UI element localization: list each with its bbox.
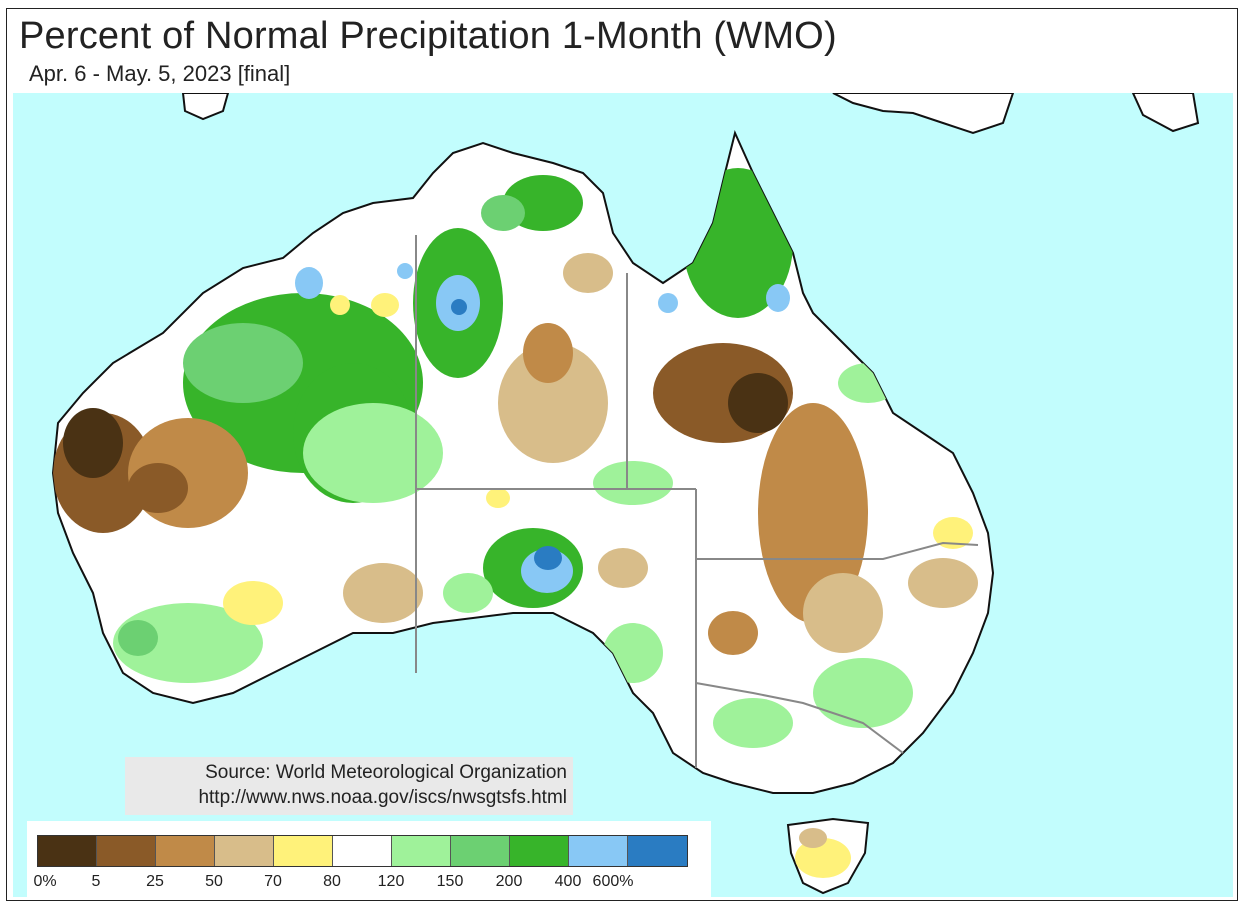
precipitation-patch — [371, 293, 399, 317]
precipitation-patch — [766, 284, 790, 312]
legend-swatch — [215, 836, 274, 866]
precipitation-patch — [813, 658, 913, 728]
precipitation-patch — [795, 838, 851, 878]
precipitation-patch — [397, 263, 413, 279]
precipitation-patch — [343, 563, 423, 623]
date-range-subtitle: Apr. 6 - May. 5, 2023 [final] — [29, 61, 291, 86]
new-guinea-landmass — [832, 93, 1015, 135]
source-line: Source: World Meteorological Organizatio… — [205, 762, 567, 783]
border-qld-nsw — [696, 541, 979, 560]
precipitation-patch — [295, 267, 323, 299]
precipitation-patch — [481, 195, 525, 231]
legend: 0% 5 25 50 70 80 120 150 200 400 600% — [27, 821, 711, 897]
page-title: Percent of Normal Precipitation 1-Month … — [19, 15, 837, 57]
precipitation-patch — [728, 373, 788, 433]
precipitation-patch — [118, 620, 158, 656]
legend-label: 150 — [436, 873, 464, 890]
precipitation-patch — [223, 581, 283, 625]
border-nsw-vic — [695, 682, 904, 754]
precipitation-patch — [758, 403, 868, 623]
precipitation-patch — [113, 603, 263, 683]
precipitation-patch — [443, 573, 493, 613]
precipitation-patch — [713, 698, 793, 748]
precipitation-patch — [799, 828, 827, 848]
precipitation-patch — [534, 546, 562, 570]
precipitation-patch — [803, 573, 883, 653]
legend-label: 25 — [146, 873, 164, 890]
map-figure: Percent of Normal Precipitation 1-Month … — [6, 8, 1238, 901]
precipitation-patches — [53, 168, 978, 878]
legend-label: 120 — [377, 873, 405, 890]
legend-swatch — [569, 836, 628, 866]
island-top-left — [181, 93, 230, 121]
legend-swatch — [451, 836, 510, 866]
precipitation-patch — [563, 253, 613, 293]
precipitation-patch — [658, 293, 678, 313]
precipitation-patch — [523, 323, 573, 383]
precipitation-patch — [63, 408, 123, 478]
source-credit: Source: World Meteorological Organizatio… — [125, 757, 573, 815]
legend-label: 0% — [33, 873, 57, 890]
precipitation-patch — [908, 558, 978, 608]
legend-swatch — [274, 836, 333, 866]
legend-label: 400 — [554, 873, 582, 890]
legend-swatch — [628, 836, 687, 866]
precipitation-patch — [708, 611, 758, 655]
legend-swatch — [333, 836, 392, 866]
legend-label: 80 — [323, 873, 341, 890]
precipitation-patch — [330, 295, 350, 315]
state-borders — [415, 235, 979, 768]
precipitation-patch — [598, 548, 648, 588]
legend-swatch — [392, 836, 451, 866]
precipitation-patch — [593, 461, 673, 505]
legend-label: 200 — [495, 873, 523, 890]
legend-label: 70 — [264, 873, 282, 890]
precipitation-patch — [933, 517, 973, 549]
legend-swatch — [156, 836, 215, 866]
precipitation-patch — [498, 343, 608, 463]
precipitation-patch — [183, 323, 303, 403]
island-top-right — [1131, 93, 1200, 133]
legend-label: 5 — [91, 873, 101, 890]
legend-label: 600% — [592, 873, 634, 890]
legend-swatch — [38, 836, 97, 866]
legend-label: 50 — [205, 873, 223, 890]
source-url: http://www.nws.noaa.gov/iscs/nwsgtsfs.ht… — [198, 787, 567, 808]
legend-colorbar — [37, 835, 688, 867]
precipitation-patch — [451, 299, 467, 315]
precipitation-patch — [128, 463, 188, 513]
legend-swatch — [97, 836, 156, 866]
precipitation-patch — [303, 403, 443, 503]
precipitation-patch — [486, 488, 510, 508]
legend-swatch — [510, 836, 569, 866]
